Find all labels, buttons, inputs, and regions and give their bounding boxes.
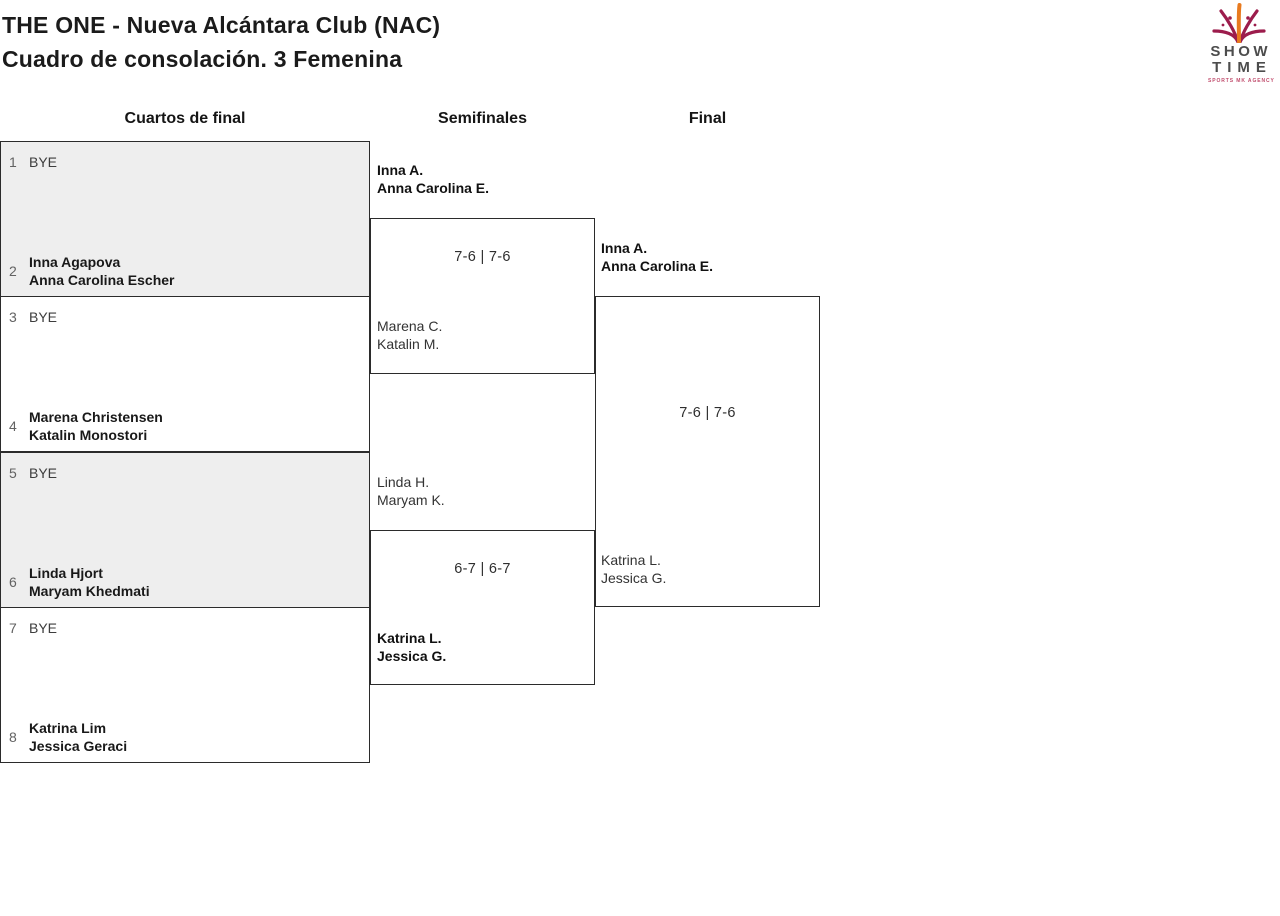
quarterfinal-match-2: 3 BYE 4 Marena Christensen Katalin Monos…	[0, 296, 370, 452]
seed-number: 8	[9, 729, 17, 745]
bye-label: BYE	[29, 154, 58, 170]
seed-number: 3	[9, 309, 17, 325]
semifinal1-top-team: Inna A. Anna Carolina E.	[377, 161, 489, 197]
seed-number: 6	[9, 574, 17, 590]
player-name: Inna Agapova	[29, 254, 121, 270]
player-name: Inna A.	[601, 240, 648, 256]
bracket-slot-seed-4: 4 Marena Christensen Katalin Monostori	[1, 408, 369, 444]
team-pair-name: Linda Hjort Maryam Khedmati	[29, 564, 150, 600]
bracket-slot-seed-1: 1 BYE	[1, 154, 369, 170]
player-name: Katrina L.	[377, 630, 442, 646]
player-name: Marena C.	[377, 318, 443, 334]
semifinal-match-2	[370, 530, 595, 685]
player-name: Jessica G.	[601, 570, 667, 586]
bracket-slot-seed-6: 6 Linda Hjort Maryam Khedmati	[1, 564, 369, 600]
title-draw: Cuadro de consolación. 3 Femenina	[2, 46, 403, 72]
seed-number: 7	[9, 620, 17, 636]
final-match	[595, 296, 820, 607]
logo-text-time: TIME	[1212, 59, 1272, 76]
team-pair-name: Inna Agapova Anna Carolina Escher	[29, 253, 175, 289]
player-name: Anna Carolina Escher	[29, 272, 175, 288]
player-name: Anna Carolina E.	[601, 258, 714, 274]
semifinal1-bottom-team: Marena C. Katalin M.	[377, 317, 442, 353]
player-name: Katrina Lim	[29, 720, 107, 736]
bracket-slot-seed-7: 7 BYE	[1, 620, 369, 636]
page-title: THE ONE - Nueva Alcántara Club (NAC) Cua…	[2, 8, 440, 76]
seed-number: 4	[9, 418, 17, 434]
logo-text-show: SHOW	[1210, 43, 1272, 60]
seed-number: 2	[9, 263, 17, 279]
player-name: Katalin M.	[377, 336, 440, 352]
bracket-slot-seed-2: 2 Inna Agapova Anna Carolina Escher	[1, 253, 369, 289]
column-header-semifinals: Semifinales	[438, 110, 527, 127]
fireworks-icon	[1212, 3, 1266, 43]
player-name: Anna Carolina E.	[377, 180, 490, 196]
quarterfinal-match-3: 5 BYE 6 Linda Hjort Maryam Khedmati	[0, 452, 370, 608]
quarterfinal-match-4: 7 BYE 8 Katrina Lim Jessica Geraci	[0, 607, 370, 763]
bracket-slot-seed-5: 5 BYE	[1, 465, 369, 481]
team-pair-name: Katrina Lim Jessica Geraci	[29, 719, 127, 755]
final-score: 7-6 | 7-6	[679, 405, 736, 421]
player-name: Maryam Khedmati	[29, 583, 150, 599]
final-bottom-team: Katrina L. Jessica G.	[601, 551, 666, 587]
player-name: Linda H.	[377, 474, 430, 490]
bye-label: BYE	[29, 465, 58, 481]
player-name: Maryam K.	[377, 492, 445, 508]
player-name: Inna A.	[377, 162, 424, 178]
player-name: Jessica Geraci	[29, 738, 128, 754]
semifinal2-bottom-team: Katrina L. Jessica G.	[377, 629, 446, 665]
bye-label: BYE	[29, 620, 58, 636]
column-header-quarterfinals: Cuartos de final	[124, 110, 246, 127]
bracket-slot-seed-3: 3 BYE	[1, 309, 369, 325]
semifinal2-top-team: Linda H. Maryam K.	[377, 473, 445, 509]
seed-number: 5	[9, 465, 17, 481]
seed-number: 1	[9, 154, 17, 170]
final-top-team: Inna A. Anna Carolina E.	[601, 239, 713, 275]
semifinal-match-1	[370, 218, 595, 374]
team-pair-name: Marena Christensen Katalin Monostori	[29, 408, 163, 444]
semifinal2-score: 6-7 | 6-7	[454, 561, 511, 577]
player-name: Linda Hjort	[29, 565, 103, 581]
showtime-logo: SHOW TIME SPORTS MK AGENCY	[1208, 3, 1275, 85]
logo-tagline: SPORTS MK AGENCY	[1208, 78, 1275, 84]
player-name: Marena Christensen	[29, 409, 163, 425]
column-header-final: Final	[688, 110, 727, 127]
title-tournament: THE ONE - Nueva Alcántara Club (NAC)	[2, 12, 441, 38]
bye-label: BYE	[29, 309, 58, 325]
player-name: Katrina L.	[601, 552, 661, 568]
bracket-slot-seed-8: 8 Katrina Lim Jessica Geraci	[1, 719, 369, 755]
player-name: Katalin Monostori	[29, 427, 148, 443]
quarterfinal-match-1: 1 BYE 2 Inna Agapova Anna Carolina Esche…	[0, 141, 370, 297]
semifinal1-score: 7-6 | 7-6	[454, 249, 511, 265]
player-name: Jessica G.	[377, 648, 447, 664]
